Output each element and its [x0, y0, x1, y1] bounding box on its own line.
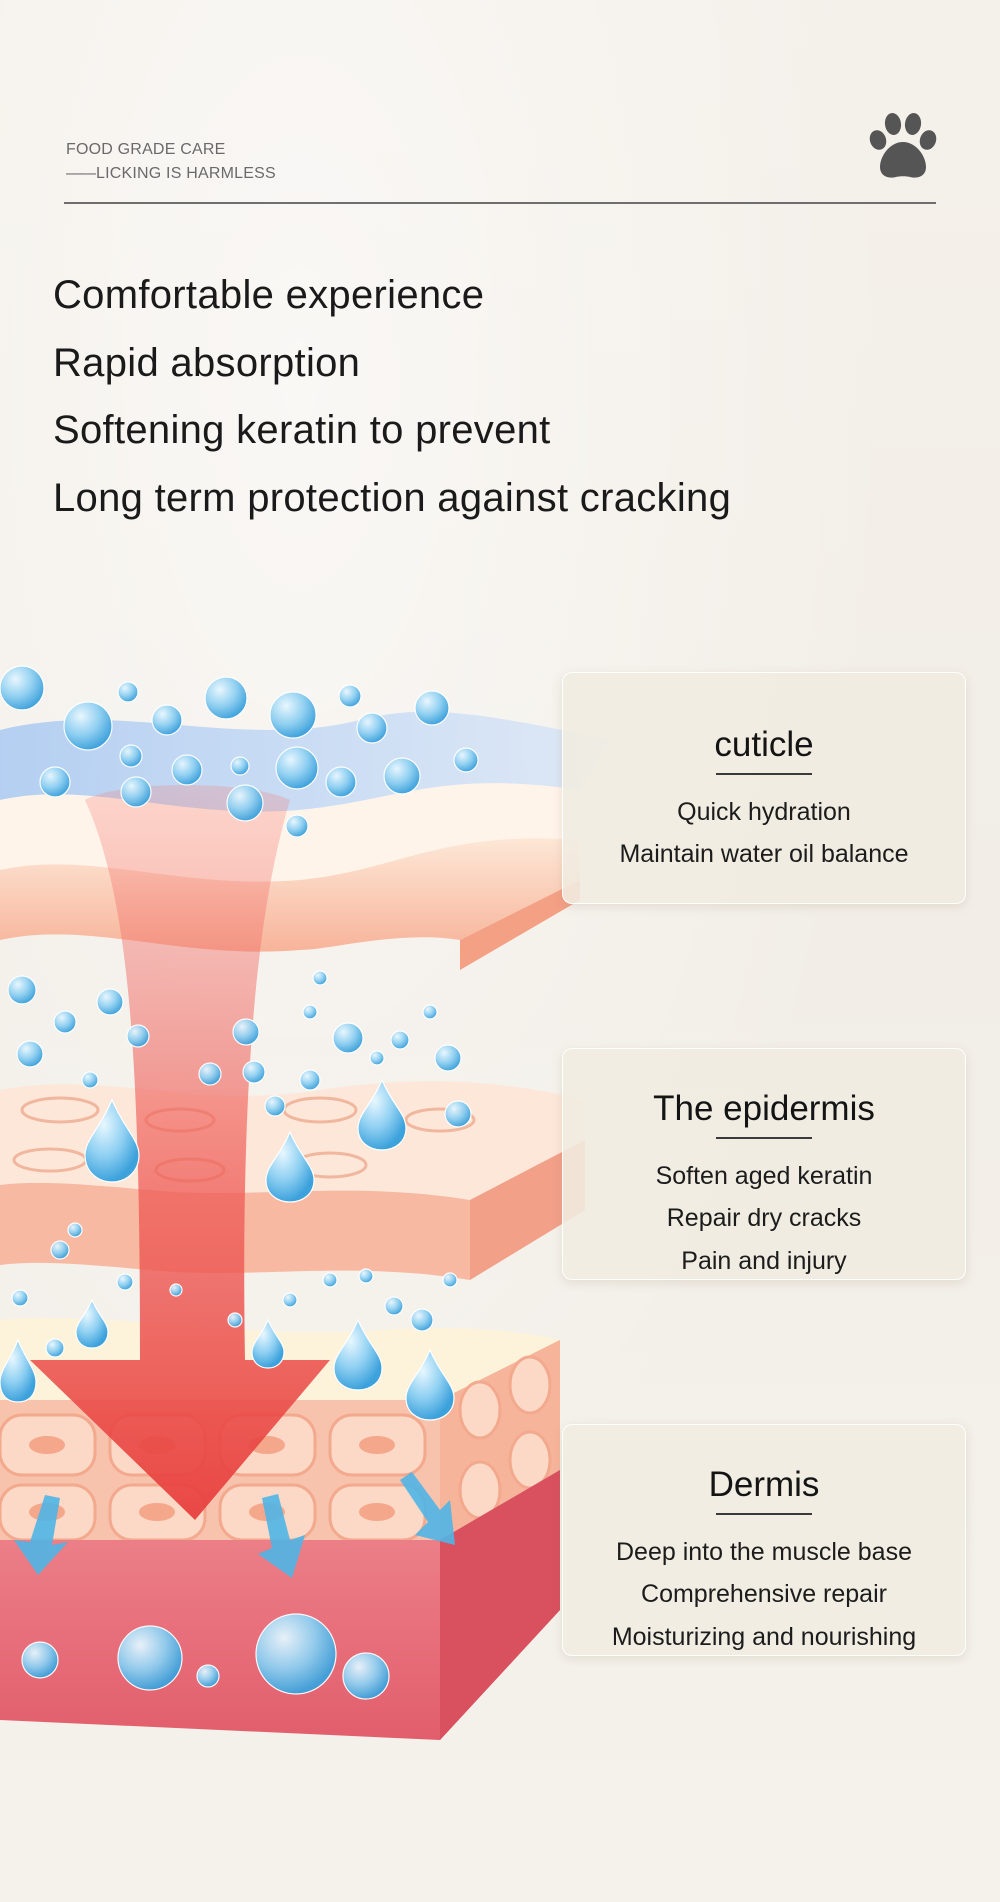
layer-card-cuticle: cuticle Quick hydration Maintain water o… [562, 672, 966, 904]
feature-item: Long term protection against cracking [53, 475, 732, 520]
tagline-line-1: FOOD GRADE CARE [66, 141, 226, 158]
layer-benefit: Deep into the muscle base [615, 1537, 912, 1566]
tagline-line-2: LICKING IS HARMLESS [66, 162, 276, 186]
layer-title: Dermis [708, 1465, 820, 1504]
layer-title: The epidermis [653, 1089, 875, 1128]
feature-list: Comfortable experience Rapid absorption … [53, 262, 731, 532]
layer-benefit: Comprehensive repair [641, 1580, 887, 1608]
layer-title: cuticle [714, 725, 814, 764]
header-divider [64, 202, 936, 204]
feature-item: Rapid absorption [53, 340, 361, 385]
layer-benefit: Soften aged keratin [655, 1161, 873, 1190]
title-underline [716, 1513, 812, 1515]
layer-card-dermis: Dermis Deep into the muscle base Compreh… [562, 1424, 966, 1656]
layer-card-epidermis: The epidermis Soften aged keratin Repair… [562, 1048, 966, 1280]
skin-layers-illustration [0, 665, 610, 1740]
feature-item: Softening keratin to prevent [53, 408, 551, 452]
title-underline [716, 773, 812, 775]
layer-benefit: Pain and injury [681, 1246, 847, 1275]
layer-benefit: Moisturizing and nourishing [611, 1622, 917, 1651]
layer-benefit: Quick hydration [677, 797, 851, 826]
feature-item: Comfortable experience [53, 273, 485, 317]
layer-benefit: Repair dry cracks [666, 1204, 862, 1232]
tagline: FOOD GRADE CARE LICKING IS HARMLESS [66, 138, 276, 186]
title-underline [716, 1137, 812, 1139]
layer-benefit: Maintain water oil balance [619, 840, 909, 868]
tagline-line-2-text: LICKING IS HARMLESS [96, 165, 276, 182]
paw-print-icon [869, 113, 937, 178]
